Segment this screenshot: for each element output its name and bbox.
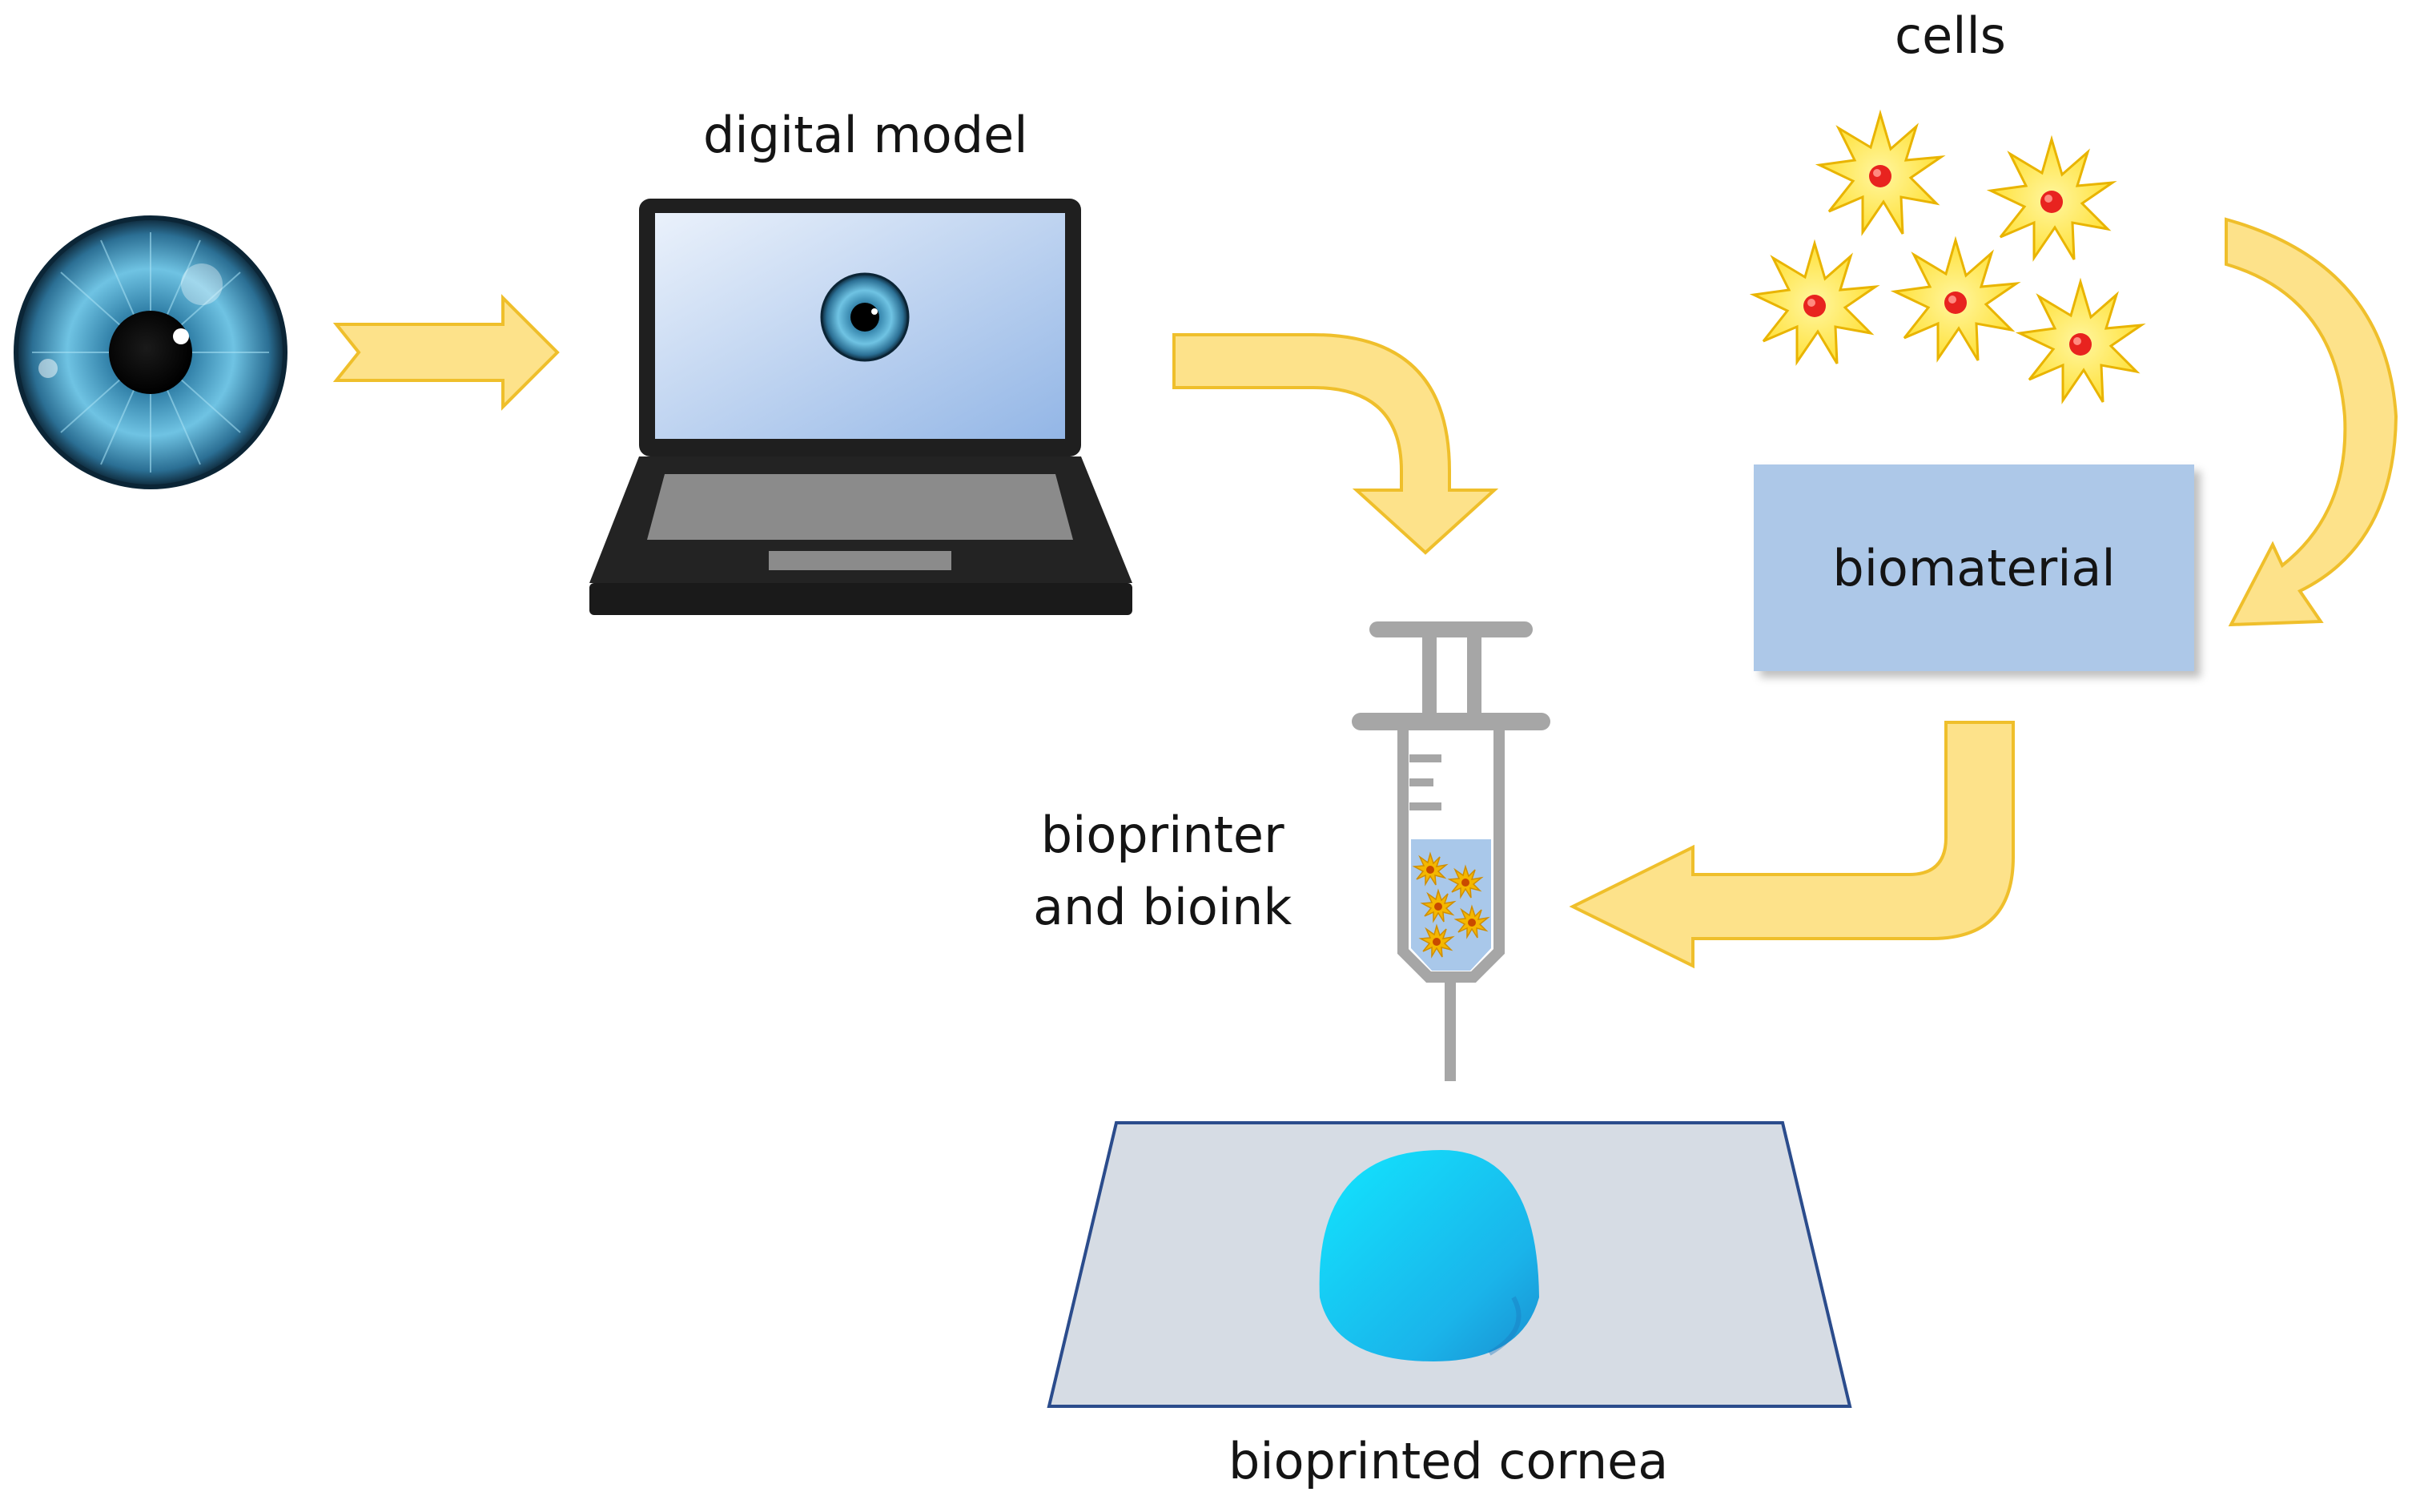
arrow-icon: [1569, 721, 2015, 969]
biomaterial-label: biomaterial: [1832, 538, 2116, 597]
cornea-dome-icon: [1319, 1150, 1539, 1361]
biomaterial-box: biomaterial: [1754, 464, 2194, 671]
bioprinter-label-line1: bioprinter: [1040, 806, 1284, 864]
eye-icon: [14, 215, 287, 489]
cell-icon: [1818, 112, 1943, 235]
arrow-icon: [332, 294, 560, 411]
bioprinted-cornea-label: bioprinted cornea: [1228, 1432, 1669, 1490]
arrow-icon: [2225, 217, 2398, 627]
laptop-icon: [589, 199, 1132, 615]
cell-icon: [1752, 242, 1877, 365]
cell-icon: [1989, 138, 2114, 261]
bioprinter-label-line2: and bioink: [1033, 877, 1292, 936]
cell-icon: [2018, 280, 2143, 404]
syringe-icon: [1352, 621, 1550, 1081]
arrow-icon: [1172, 333, 1499, 555]
digital-model-label: digital model: [703, 106, 1028, 164]
bioprinter-label: bioprinter and bioink: [1033, 799, 1292, 943]
cells-cluster: [1752, 112, 2143, 404]
screen-eye-icon: [820, 272, 910, 362]
cell-icon: [1893, 239, 2018, 362]
cells-label: cells: [1895, 6, 2006, 65]
